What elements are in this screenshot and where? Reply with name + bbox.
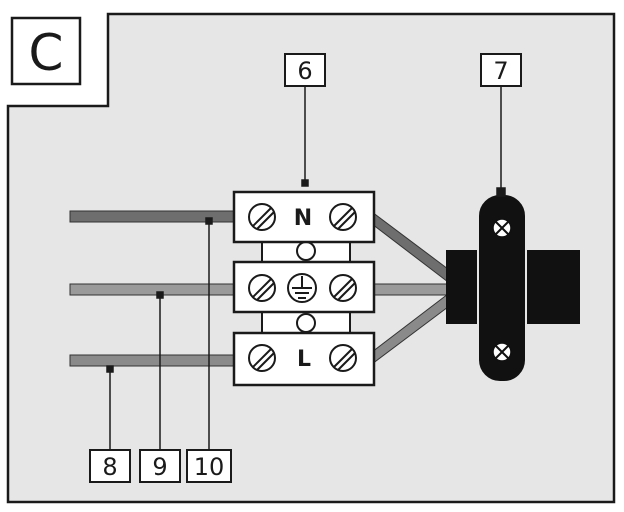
callout-9-label: 9 (152, 453, 167, 481)
terminal-earth (232, 260, 376, 314)
screw-icon (248, 203, 276, 231)
callout-10: 10 (186, 449, 232, 483)
panel-letter: C (29, 24, 64, 82)
panel-label: C (10, 16, 82, 86)
callout-8: 8 (89, 449, 131, 483)
wire-live (69, 354, 241, 367)
terminal-neutral: N (232, 190, 376, 244)
earth-ground-icon (287, 273, 317, 303)
clamp-screw-top-icon (492, 218, 512, 238)
callout-7-label: 7 (493, 57, 508, 85)
screw-icon (248, 344, 276, 372)
callout-6-label: 6 (297, 57, 312, 85)
clamp-screw-bottom-icon (492, 342, 512, 362)
terminal-neutral-label: N (294, 206, 312, 231)
screw-icon (329, 274, 357, 302)
callout-8-label: 8 (102, 453, 117, 481)
leader-lines (106, 84, 506, 452)
callout-10-label: 10 (194, 453, 225, 481)
wire-neutral (69, 210, 241, 223)
screw-icon (329, 344, 357, 372)
callout-9: 9 (139, 449, 181, 483)
callout-7: 7 (480, 53, 522, 87)
screw-icon (329, 203, 357, 231)
cable-clamp (477, 193, 527, 383)
wire-earth-out (371, 283, 453, 296)
screw-icon (248, 274, 276, 302)
terminal-live: L (232, 331, 376, 387)
callout-6: 6 (284, 53, 326, 87)
terminal-live-label: L (297, 347, 311, 372)
wire-earth (69, 283, 241, 296)
